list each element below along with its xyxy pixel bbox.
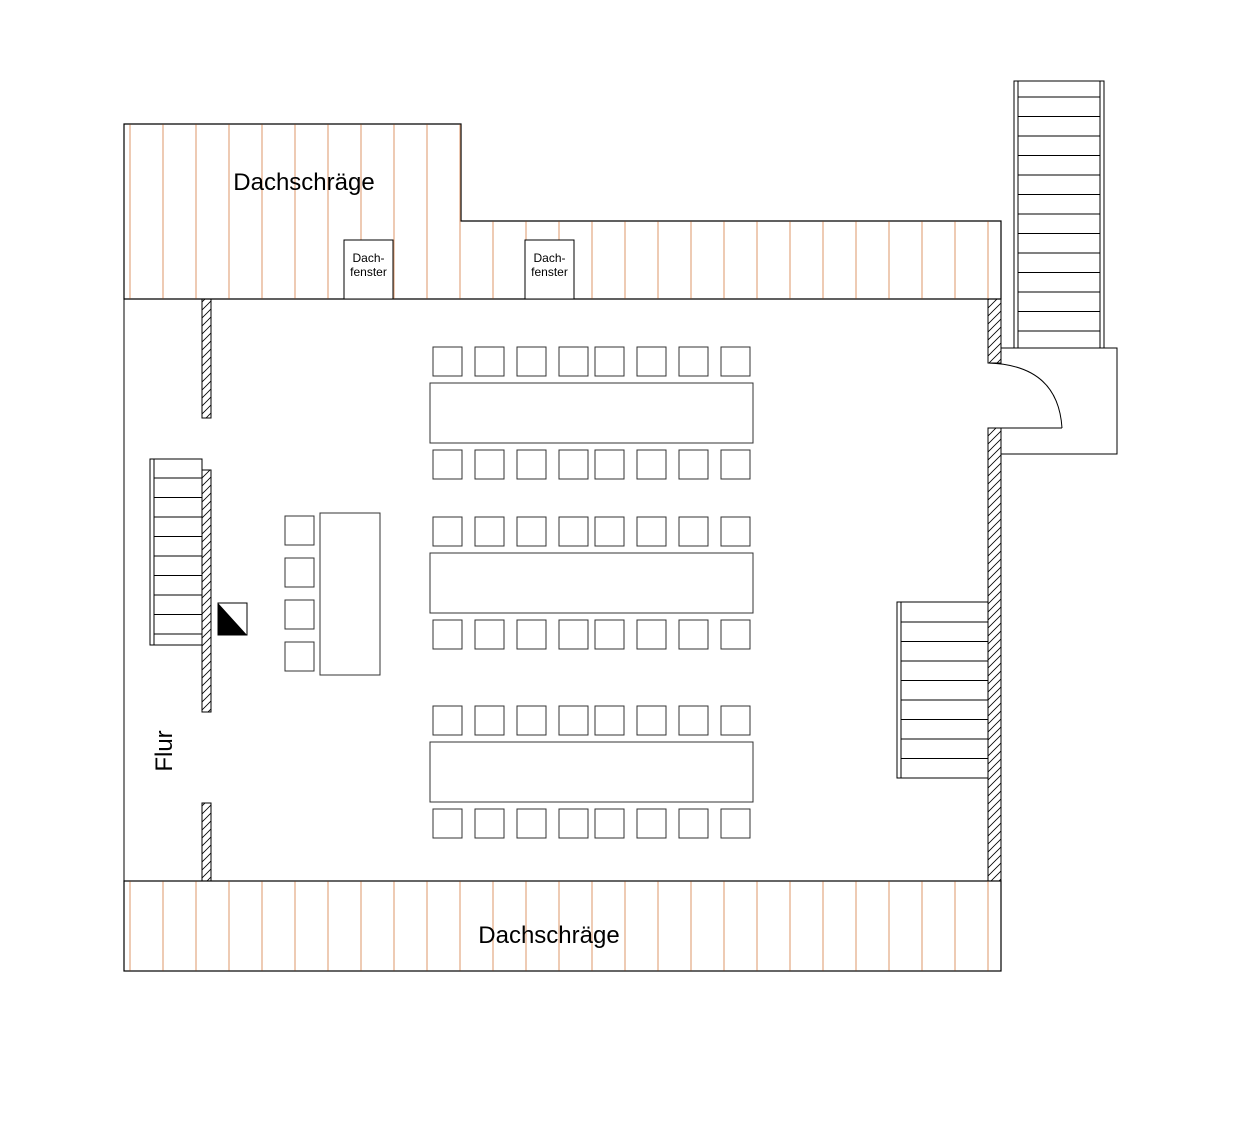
table-group-1 [429,346,754,480]
chair [516,705,547,736]
chair [594,516,625,547]
chair [636,705,667,736]
chair [678,449,709,480]
chair [720,516,751,547]
rafter-hatch-top [129,124,989,299]
chair [284,599,315,630]
chair [474,449,505,480]
chair [516,516,547,547]
chair [558,516,589,547]
chair [636,449,667,480]
chair [636,346,667,377]
chair [636,808,667,839]
chair [594,705,625,736]
right-wall-segment [987,298,1002,364]
chair [678,808,709,839]
skylight-1-label-line1: Dach- [352,251,384,265]
corridor-label: Flur [151,730,178,771]
chair [636,516,667,547]
outer-staircase [1013,80,1105,349]
half-filled-square-icon [217,602,248,636]
table-group-3 [429,705,754,839]
chair [720,808,751,839]
chair [432,346,463,377]
chair [678,516,709,547]
chair [594,808,625,839]
chair [558,619,589,650]
chair [558,346,589,377]
long-table [429,741,754,803]
skylight-2-label-line2: fenster [531,265,568,279]
long-table [429,552,754,614]
right-wall-segment [987,427,1002,882]
chair [558,808,589,839]
chair [474,619,505,650]
roof-slope-top [123,123,1002,300]
chair [284,557,315,588]
rafter-hatch-bottom [129,881,989,971]
corridor-partition-walls [201,298,212,882]
chair [720,705,751,736]
roof-slope-bottom [123,880,1002,972]
skylight-2: Dach- fenster [524,239,575,300]
chair [720,449,751,480]
roof-slope-top-label: Dachschräge [233,169,374,196]
head-table-group [284,512,381,676]
chair [474,705,505,736]
chair [516,808,547,839]
chair [284,515,315,546]
chair [516,346,547,377]
chair [516,449,547,480]
chair [720,346,751,377]
furniture-layout [284,346,754,839]
chair [432,808,463,839]
left-staircase [149,458,203,646]
partition-wall-segment [201,298,212,419]
chair [474,346,505,377]
table-group-2 [429,516,754,650]
long-table [429,382,754,444]
partition-wall-segment [201,802,212,882]
door-swing-arc-icon [987,362,1063,429]
chair [678,705,709,736]
chair [432,449,463,480]
chair [558,449,589,480]
chair [432,705,463,736]
right-wall [987,298,1002,882]
chair [678,619,709,650]
chair [474,516,505,547]
chair [720,619,751,650]
skylight-1-label-line2: fenster [350,265,387,279]
chair [284,641,315,672]
chair [474,808,505,839]
head-table [319,512,381,676]
chair [558,705,589,736]
roof-slope-bottom-label: Dachschräge [478,922,619,949]
chair [594,619,625,650]
skylight-1: Dach- fenster [343,239,394,300]
chair [678,346,709,377]
right-staircase [896,601,989,779]
skylight-2-label-line1: Dach- [533,251,565,265]
chair [594,449,625,480]
chair [594,346,625,377]
chair [516,619,547,650]
door-landing [1001,347,1118,455]
chair [432,619,463,650]
chair [432,516,463,547]
partition-wall-segment [201,469,212,713]
chair [636,619,667,650]
